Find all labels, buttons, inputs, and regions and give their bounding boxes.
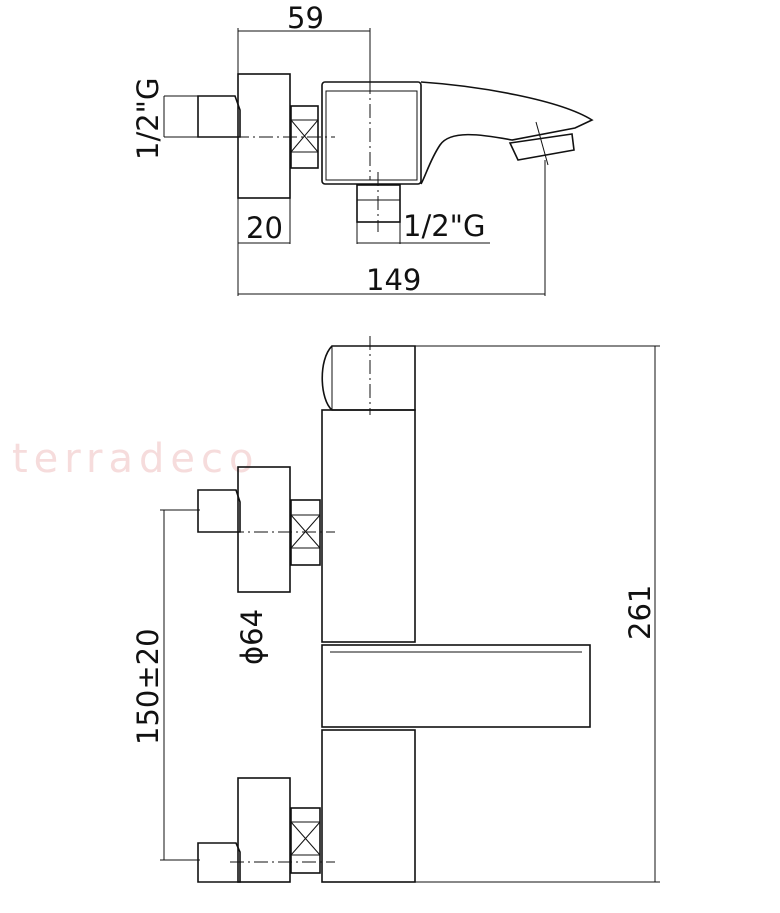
dim-59: 59 — [287, 1, 324, 35]
dim-centres: 150±20 — [131, 628, 165, 745]
body-lower — [321, 729, 416, 883]
pipe-upper — [197, 489, 241, 533]
inlet-pipe — [197, 95, 241, 138]
pipe-lower — [197, 842, 241, 883]
flange-upper — [237, 466, 291, 593]
watermark: terradeco — [12, 436, 259, 482]
spout — [420, 81, 594, 185]
front-view: 261 ϕ64 150±20 — [131, 336, 660, 883]
body-upper — [321, 409, 416, 643]
dim-149: 149 — [366, 263, 421, 297]
side-view: 59 1/2"G 20 1/2"G 149 — [131, 1, 594, 297]
dim-flange-diameter: ϕ64 — [235, 609, 269, 665]
dim-20: 20 — [246, 211, 283, 245]
mixer-body — [321, 81, 422, 185]
dim-inlet-thread: 1/2"G — [131, 78, 165, 160]
dim-outlet-thread: 1/2"G — [403, 209, 485, 243]
spout-outlet — [508, 133, 575, 161]
dim-261: 261 — [623, 585, 657, 640]
handle-top — [321, 345, 416, 411]
spout-front — [321, 644, 591, 728]
wall-flange — [237, 73, 291, 199]
flange-lower — [237, 777, 291, 883]
